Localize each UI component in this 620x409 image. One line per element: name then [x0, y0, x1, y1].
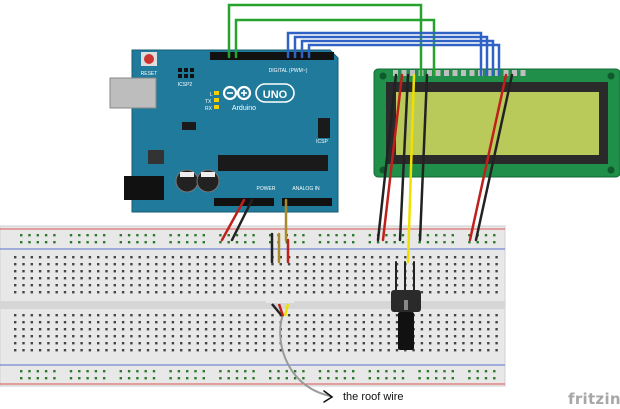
analog-header	[282, 198, 332, 206]
tx-led-label: TX	[205, 99, 212, 105]
usb-port	[109, 77, 157, 109]
arduino-brand-label: Arduino	[232, 105, 256, 112]
potentiometer[interactable]	[391, 290, 421, 350]
power-label: POWER	[257, 186, 276, 192]
breadboard	[0, 225, 506, 387]
atmega-chip	[218, 155, 328, 171]
arduino-logo	[222, 83, 295, 103]
lcd-display	[373, 68, 620, 178]
reset-label: RESET	[141, 71, 158, 77]
sensor-connector	[266, 295, 294, 317]
l-led-label: L	[210, 92, 213, 98]
wire-gnd-black	[230, 198, 254, 242]
roof-wire	[279, 314, 331, 397]
wire-blue-1	[286, 31, 483, 77]
arduino-uno-board: UNO Arduino RESET ICSP2 ICSP DIGITAL (PW…	[109, 49, 339, 213]
digital-label: DIGITAL (PWM~)	[269, 68, 308, 74]
wire-blue-3	[300, 39, 495, 77]
icsp2-label: ICSP2	[178, 82, 193, 88]
icsp-label: ICSP	[316, 139, 328, 145]
fritzing-watermark: fritzing	[568, 390, 620, 408]
digital-header	[210, 52, 334, 60]
wire-blue-4	[307, 43, 501, 77]
arrow-icon	[323, 390, 334, 403]
analog-label: ANALOG IN	[292, 186, 320, 192]
wire-5v-red	[220, 198, 246, 242]
rx-led-label: RX	[205, 106, 213, 112]
wires	[220, 3, 514, 403]
wire-blue-2	[293, 35, 489, 77]
wire-green-2	[234, 18, 436, 77]
roof-wire-caption: the roof wire	[343, 391, 404, 403]
uno-label: UNO	[263, 89, 288, 101]
power-jack	[124, 176, 164, 200]
reset-button[interactable]	[144, 54, 154, 64]
